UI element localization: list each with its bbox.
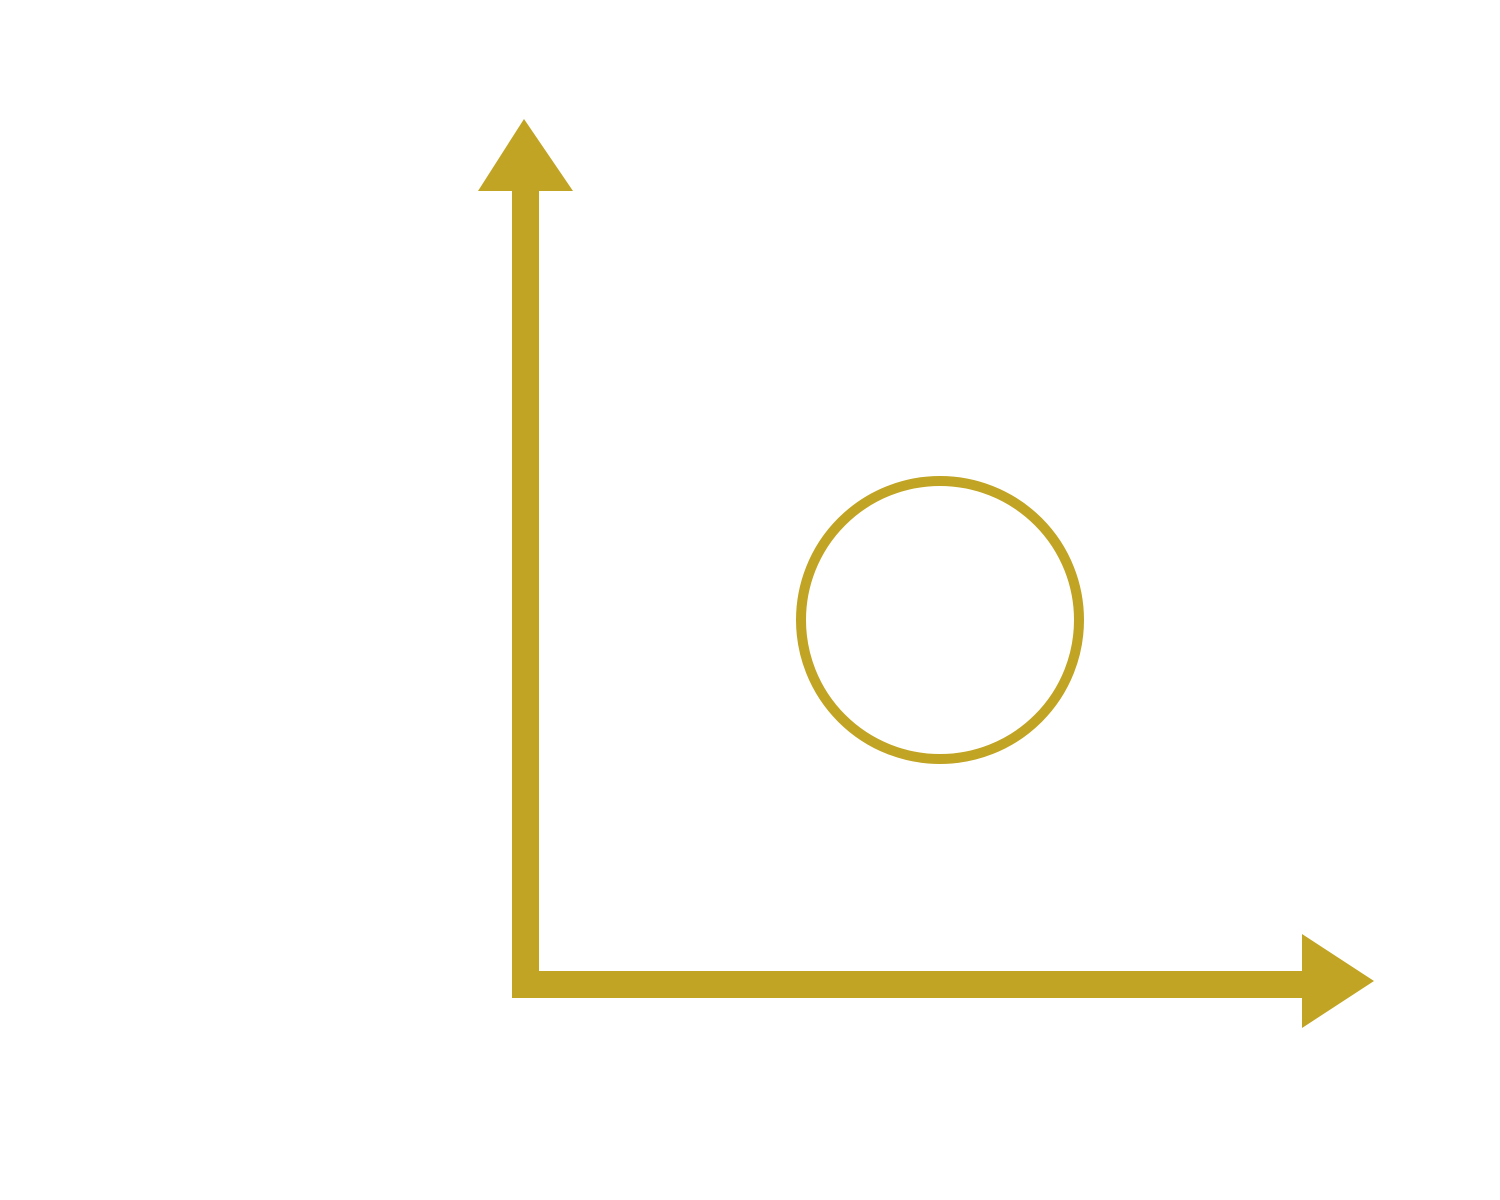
x-axis-arrow	[512, 934, 1374, 1028]
y-axis-arrowhead	[478, 119, 573, 191]
y-axis-shaft	[512, 186, 539, 998]
y-axis-arrow	[478, 119, 573, 998]
outlined-circle	[796, 476, 1084, 764]
x-axis-shaft	[512, 971, 1307, 998]
x-axis-arrowhead	[1302, 934, 1374, 1028]
